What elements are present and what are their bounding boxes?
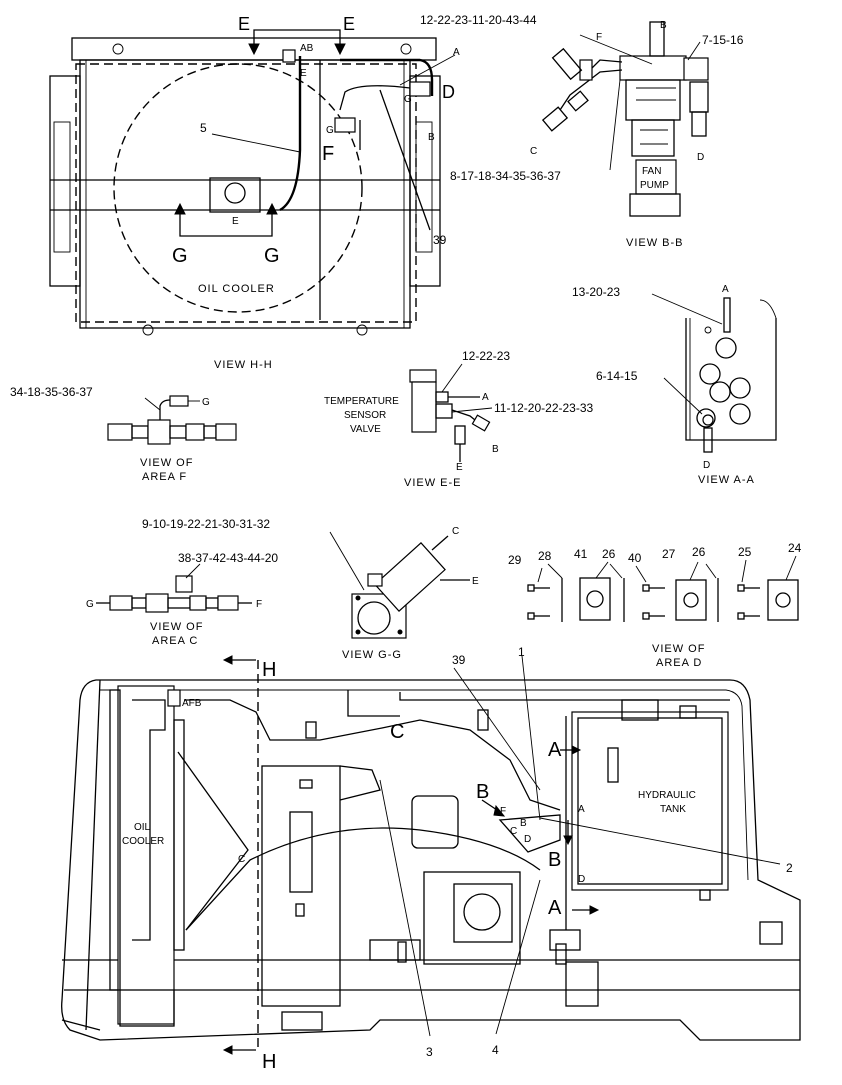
main-oil-cooler-label-2: COOLER <box>122 836 164 847</box>
view-a-a <box>651 293 777 453</box>
callout-d-29: 29 <box>508 553 522 567</box>
view-area-f <box>107 395 237 445</box>
view-area-d-label-2: AREA D <box>656 657 702 669</box>
letter-a-hh: A <box>453 47 460 58</box>
temp-sensor-label-1: TEMPERATURE <box>324 396 399 407</box>
letter-g2-hh: G <box>326 125 334 136</box>
temp-sensor-label-2: SENSOR <box>344 410 386 421</box>
letter-b-ee: B <box>492 444 499 455</box>
letter-d-tank: D <box>578 874 585 885</box>
callout-item-3: 3 <box>426 1045 433 1059</box>
letter-ab: AB <box>300 43 314 54</box>
callout-top-fittings: 12-22-23-11-20-43-44 <box>420 13 537 27</box>
letter-g-c: G <box>86 599 94 610</box>
view-h-h-label: VIEW H-H <box>214 359 273 371</box>
fan-pump-label-1: FAN <box>642 166 661 177</box>
letter-afb: AFB <box>182 698 202 709</box>
view-area-c-label-1: VIEW OF <box>150 621 203 633</box>
callout-item-39-main: 39 <box>452 653 466 667</box>
letter-d-hh: D <box>442 82 455 102</box>
callout-d-26a: 26 <box>602 547 616 561</box>
letter-f-main: F <box>500 806 506 817</box>
letter-g-hh: G <box>404 94 412 105</box>
letter-e-ee: E <box>456 462 463 473</box>
callout-d-25: 25 <box>738 545 752 559</box>
section-letter-g-right: G <box>264 245 280 267</box>
letter-a-ee: A <box>482 392 489 403</box>
callout-item-1: 1 <box>518 645 525 659</box>
view-a-a-label: VIEW A-A <box>698 474 755 486</box>
view-b-b <box>541 21 709 217</box>
callout-item-5: 5 <box>200 121 207 135</box>
callout-d-40: 40 <box>628 551 642 565</box>
letter-e-small: E <box>300 68 307 79</box>
callout-d-26b: 26 <box>692 545 706 559</box>
letter-c-bb: C <box>530 146 537 157</box>
letter-e-bottom: E <box>232 216 239 227</box>
main-layout <box>61 655 801 1055</box>
callout-g-g: 9-10-19-22-21-30-31-32 <box>142 517 270 531</box>
letter-c-cooler: C <box>238 854 245 865</box>
section-letter-b-upper: B <box>476 781 489 803</box>
temp-sensor-label-3: VALVE <box>350 424 381 435</box>
callout-area-f: 34-18-35-36-37 <box>10 385 93 399</box>
callout-elbow: 7-15-16 <box>702 33 744 47</box>
letter-f-c: F <box>256 599 262 610</box>
view-area-f-label-2: AREA F <box>142 471 187 483</box>
callout-a-a-mid: 6-14-15 <box>596 369 638 383</box>
letter-f-bb: F <box>596 32 602 43</box>
section-letter-a-upper: A <box>548 739 562 761</box>
letter-a-aa: A <box>722 284 729 295</box>
letter-b-hh: B <box>428 132 435 143</box>
letter-d-bb: D <box>697 152 704 163</box>
callout-d-41: 41 <box>574 547 588 561</box>
section-letter-h-bottom: H <box>262 1051 276 1073</box>
view-h-h <box>49 29 456 336</box>
view-g-g <box>329 531 470 639</box>
callout-area-c: 38-37-42-43-44-20 <box>178 551 278 565</box>
letter-d-main: D <box>524 834 531 845</box>
callout-e-e-right: 11-12-20-22-23-33 <box>494 401 594 415</box>
view-area-c <box>96 563 252 613</box>
view-area-d <box>527 555 799 622</box>
section-letter-h-top: H <box>262 659 276 681</box>
hydraulic-tank-label-2: TANK <box>660 804 686 815</box>
letter-f-hh: F <box>322 143 334 165</box>
fan-pump-label-2: PUMP <box>640 180 669 191</box>
letter-a-tank: A <box>578 804 585 815</box>
view-b-b-label: VIEW B-B <box>626 237 684 249</box>
letter-c-main2: C <box>510 826 517 837</box>
main-oil-cooler-label-1: OIL <box>134 822 151 833</box>
callout-item-4: 4 <box>492 1043 499 1057</box>
view-area-d-label-1: VIEW OF <box>652 643 705 655</box>
callout-item-2: 2 <box>786 861 793 875</box>
letter-g-f: G <box>202 397 210 408</box>
view-area-f-label-1: VIEW OF <box>140 457 193 469</box>
callout-a-a-top: 13-20-23 <box>572 285 620 299</box>
callout-d-27: 27 <box>662 547 676 561</box>
view-e-e <box>409 363 493 462</box>
view-g-g-label: VIEW G-G <box>342 649 402 661</box>
section-letter-e-left: E <box>238 14 250 34</box>
section-letter-b-lower: B <box>548 849 561 871</box>
section-letter-a-lower: A <box>548 897 562 919</box>
section-letter-e-right: E <box>343 14 355 34</box>
callout-e-e-top: 12-22-23 <box>462 349 510 363</box>
section-letter-g-left: G <box>172 245 188 267</box>
oil-cooler-label: OIL COOLER <box>198 283 275 295</box>
callout-d-24: 24 <box>788 541 802 555</box>
letter-c-gg: C <box>452 526 459 537</box>
callout-item-39-top: 39 <box>433 233 447 247</box>
view-area-c-label-2: AREA C <box>152 635 198 647</box>
letter-d-aa: D <box>703 460 710 471</box>
letter-b-bb: B <box>660 20 667 31</box>
letter-c-main: C <box>390 721 404 743</box>
letter-e-gg: E <box>472 576 479 587</box>
letter-b-main: B <box>520 818 527 829</box>
callout-d-28: 28 <box>538 549 552 563</box>
hydraulic-tank-label-1: HYDRAULIC <box>638 790 696 801</box>
view-e-e-label: VIEW E-E <box>404 477 462 489</box>
callout-pump-fittings: 8-17-18-34-35-36-37 <box>450 169 561 183</box>
